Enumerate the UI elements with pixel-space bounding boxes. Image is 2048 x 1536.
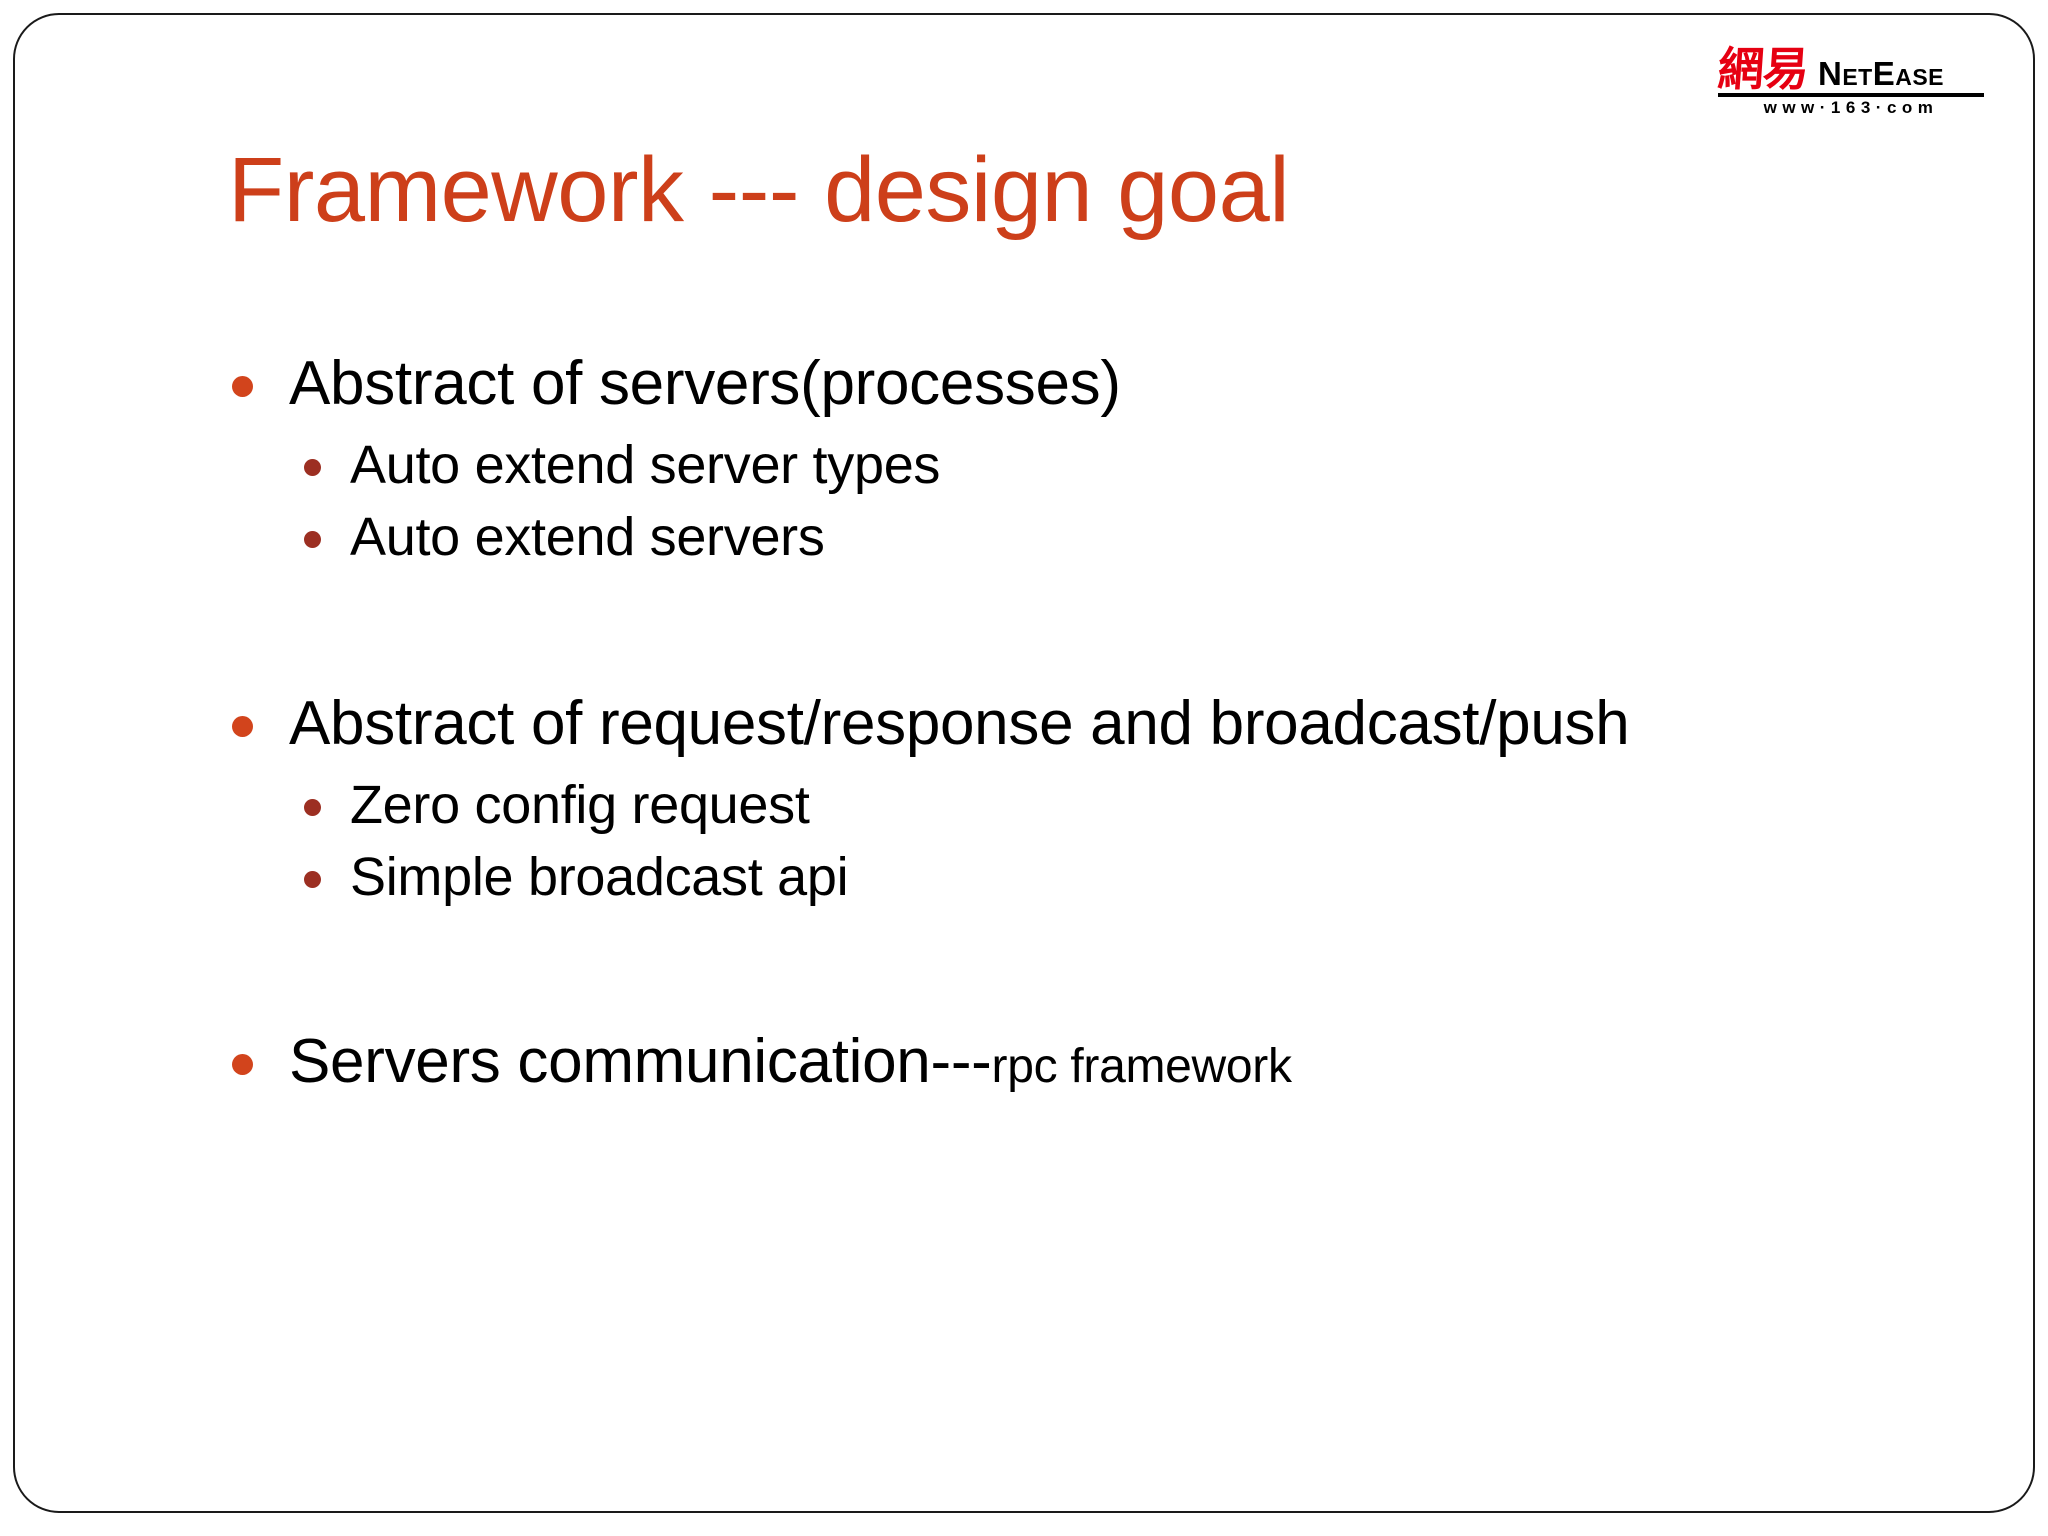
slide-body: Abstract of servers(processes) Auto exte…	[232, 342, 1932, 1108]
sub-bullet-text: Simple broadcast api	[350, 847, 849, 907]
bullet-text-prefix: Servers communication---	[289, 1027, 992, 1096]
sub-bullet-dot-icon	[304, 459, 321, 476]
bullet-text: Servers communication---rpc framework	[289, 1020, 1292, 1109]
bullet-text-suffix: rpc framework	[991, 1040, 1292, 1093]
bullet-item-level2: Auto extend servers	[304, 502, 1932, 574]
netease-chinese-logo-text: 網易	[1716, 42, 1810, 96]
sub-bullet-text: Auto extend servers	[350, 507, 825, 567]
slide-title: Framework --- design goal	[228, 139, 1290, 241]
sub-bullet-dot-icon	[304, 799, 321, 816]
bullet-item-level2: Auto extend server types	[304, 430, 1932, 502]
bullet-item-level2: Zero config request	[304, 770, 1932, 842]
bullet-item-level1: Abstract of request/response and broadca…	[232, 682, 1932, 770]
group-spacer	[232, 574, 1932, 682]
bullet-text: Abstract of request/response and broadca…	[289, 689, 1630, 758]
logo-divider-rule	[1718, 93, 1984, 97]
sub-bullet-text: Auto extend server types	[350, 435, 941, 495]
bullet-item-level1: Servers communication---rpc framework	[232, 1020, 1932, 1108]
netease-url-text: www·163·com	[1763, 98, 1939, 117]
bullet-item-level1: Abstract of servers(processes)	[232, 342, 1932, 430]
bullet-item-level2: Simple broadcast api	[304, 842, 1932, 914]
bullet-dot-icon	[232, 1054, 253, 1075]
sub-bullet-dot-icon	[304, 531, 321, 548]
netease-logo: 網易 NetEase www·163·com	[1716, 40, 1984, 118]
bullet-dot-icon	[232, 376, 253, 397]
sub-bullet-text: Zero config request	[350, 775, 810, 835]
bullet-text: Abstract of servers(processes)	[289, 349, 1121, 418]
netease-english-logo-text: NetEase	[1818, 55, 1945, 92]
sub-bullet-dot-icon	[304, 871, 321, 888]
bullet-dot-icon	[232, 716, 253, 737]
logo-wordmark-row: 網易 NetEase	[1716, 40, 1984, 96]
group-spacer	[232, 914, 1932, 1020]
